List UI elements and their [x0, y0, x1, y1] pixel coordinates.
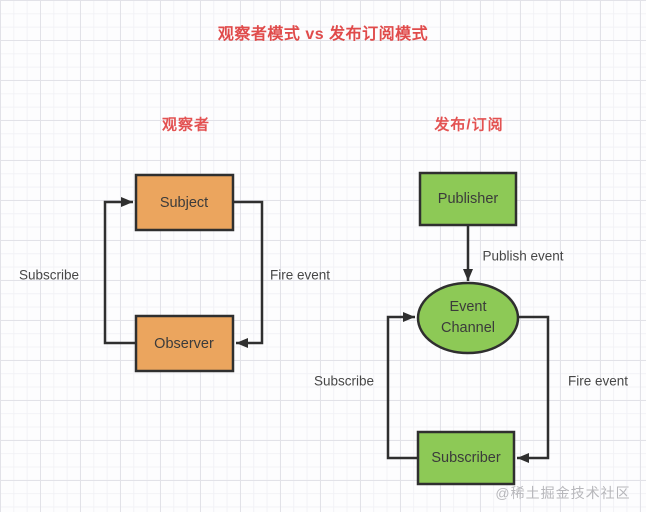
pubsub-fire-event-edge	[517, 315, 550, 463]
publisher-node	[418, 171, 518, 227]
pubsub-fire-event-edge-label: Fire event	[567, 373, 629, 389]
pubsub-heading: 发布/订阅	[434, 116, 504, 134]
subject-node	[134, 173, 235, 232]
event-channel-label-line1: Event	[449, 298, 487, 315]
publish-event-edge-label: Publish event	[482, 248, 564, 264]
publisher-node-label: Publisher	[437, 191, 499, 207]
observer-fire-event-edge	[233, 200, 264, 348]
event-channel-node-label: Event Channel	[441, 297, 495, 339]
observer-node	[134, 314, 235, 373]
event-channel-node	[416, 281, 520, 355]
pubsub-subscribe-edge	[386, 312, 418, 460]
diagram-title: 观察者模式 vs 发布订阅模式	[217, 26, 429, 43]
subject-node-label: Subject	[159, 195, 209, 211]
event-channel-label-line2: Channel	[440, 320, 496, 336]
observer-subscribe-edge	[103, 197, 136, 345]
subscriber-node-label: Subscriber	[431, 450, 501, 466]
observer-subscribe-edge-label: Subscribe	[18, 267, 80, 283]
observer-node-label: Observer	[154, 336, 214, 352]
subscriber-node	[416, 430, 516, 486]
watermark: @稀土掘金技术社区	[495, 485, 631, 501]
observer-heading: 观察者	[161, 116, 211, 134]
observer-fire-event-edge-label: Fire event	[269, 267, 331, 283]
pubsub-subscribe-edge-label: Subscribe	[313, 373, 375, 389]
